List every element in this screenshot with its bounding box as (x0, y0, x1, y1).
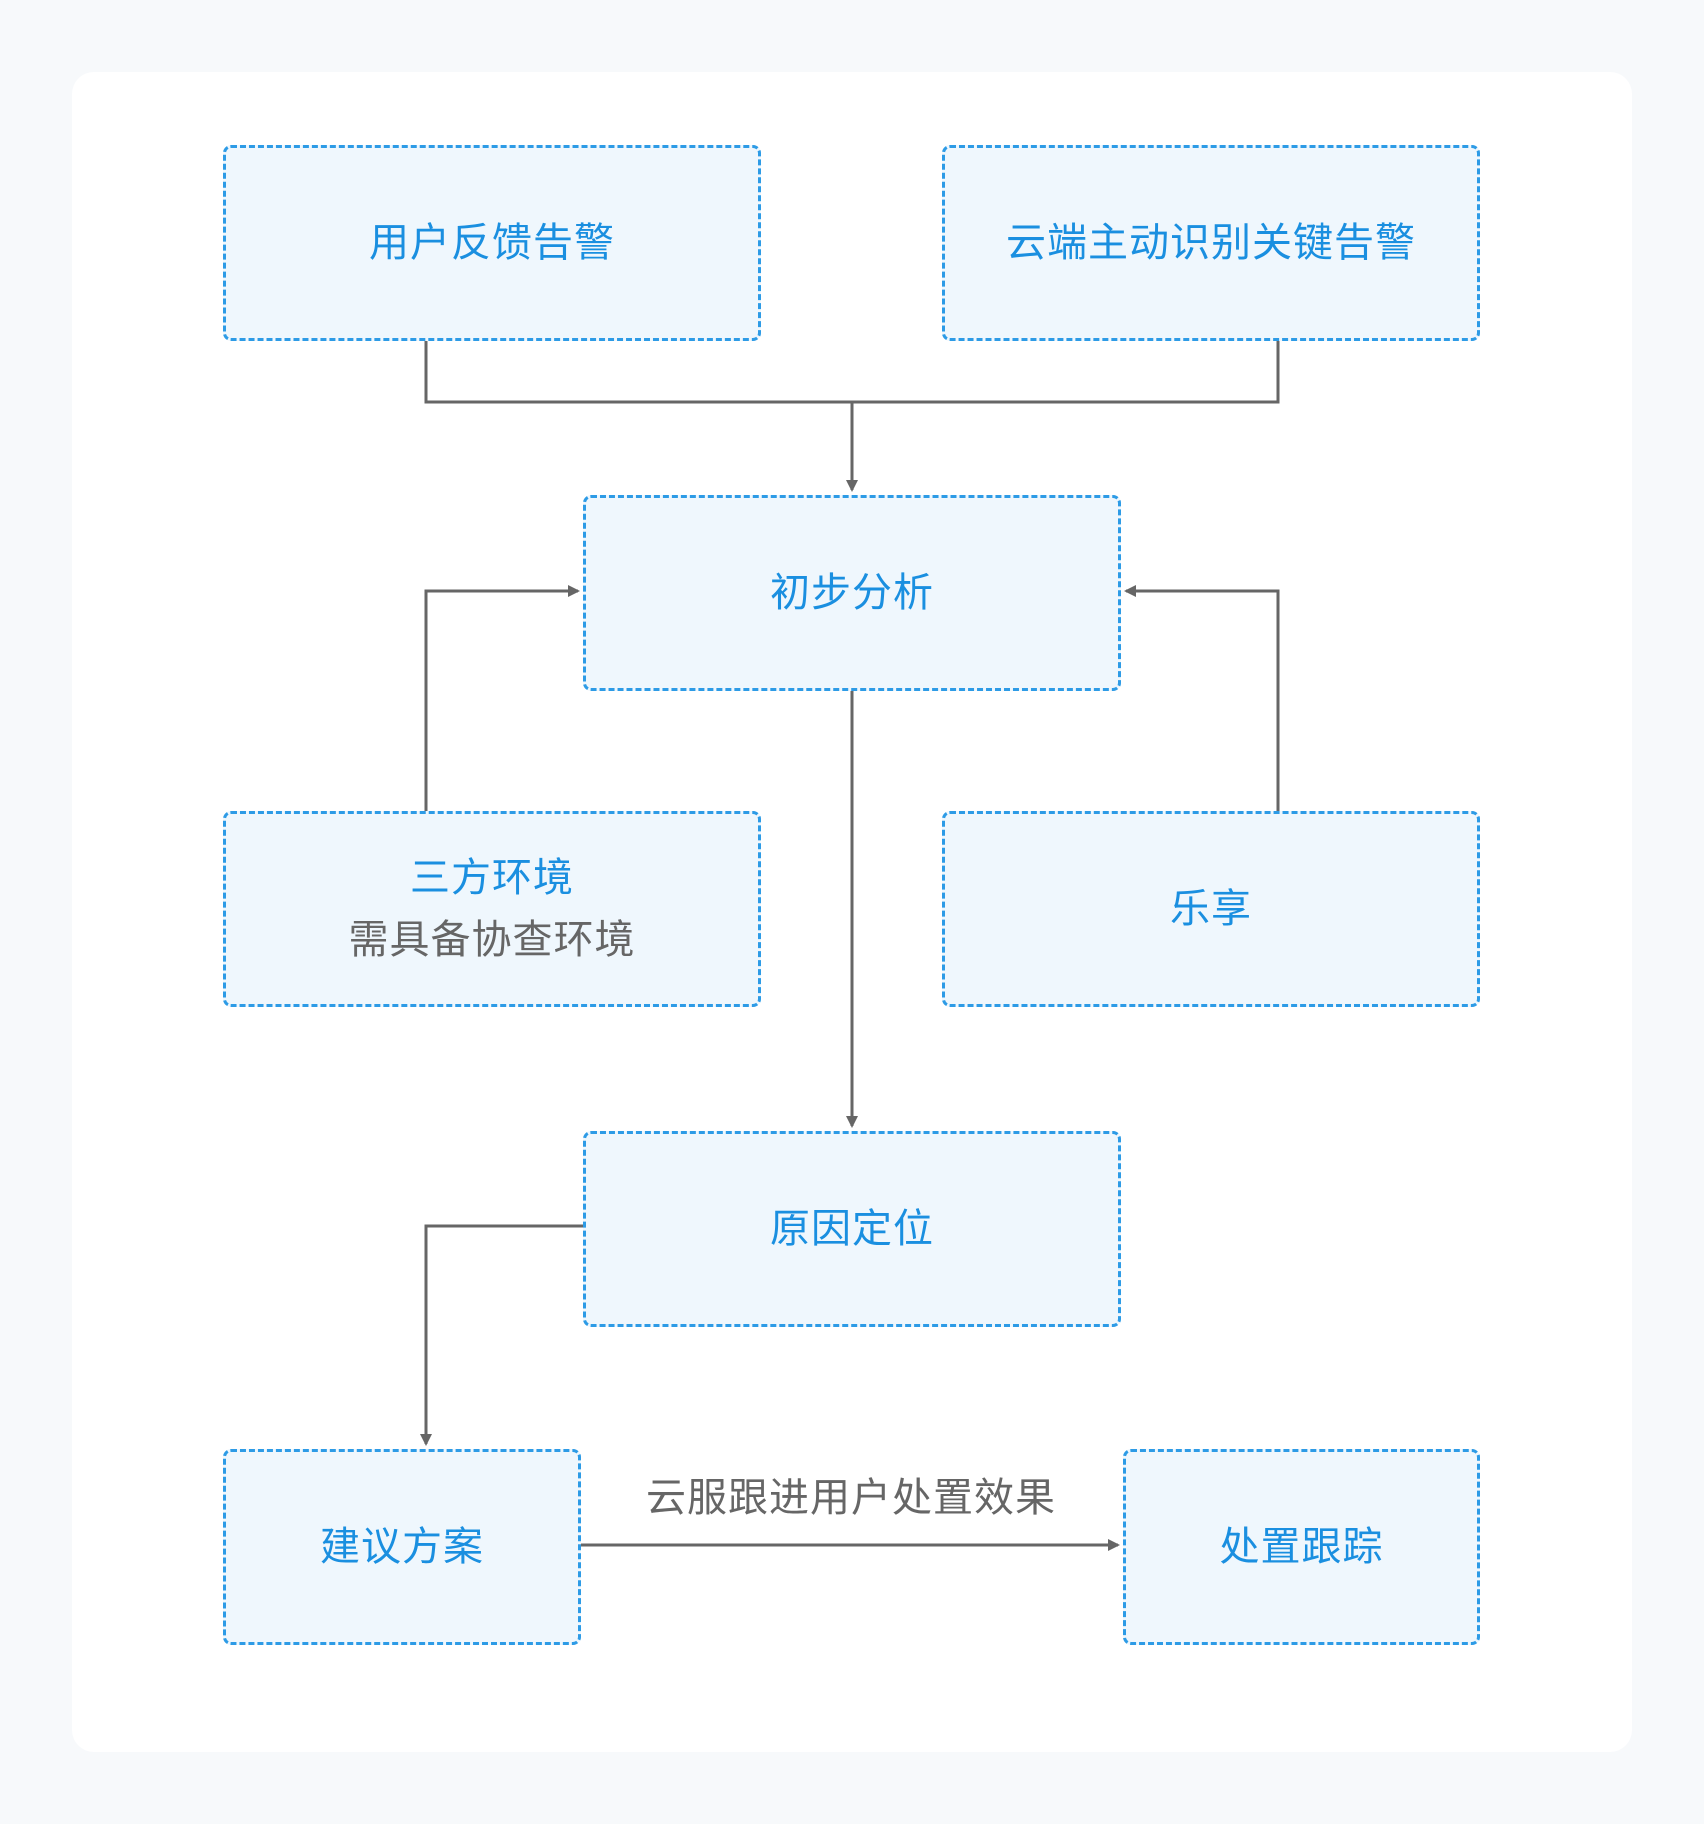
connector-user-feedback-to-analysis (424, 341, 852, 404)
node-third-party-title: 三方环境 (410, 855, 574, 901)
node-root-cause-title: 原因定位 (770, 1206, 934, 1252)
arrow-root-cause-to-suggestion (420, 1224, 583, 1446)
arrow-third-party-to-analysis (424, 585, 580, 811)
node-third-party-subtitle: 需具备协查环境 (348, 917, 636, 963)
node-user-feedback-title: 用户反馈告警 (369, 220, 615, 266)
node-user-feedback: 用户反馈告警 (223, 145, 761, 341)
node-analysis: 初步分析 (583, 495, 1121, 691)
node-root-cause: 原因定位 (583, 1131, 1121, 1327)
arrow-lexiang-to-analysis (1124, 585, 1280, 811)
node-tracking: 处置跟踪 (1123, 1449, 1480, 1645)
node-cloud-alert-title: 云端主动识别关键告警 (1006, 220, 1416, 266)
node-analysis-title: 初步分析 (770, 570, 934, 616)
node-cloud-alert: 云端主动识别关键告警 (942, 145, 1480, 341)
connector-cloud-alert-to-analysis (852, 341, 1280, 404)
node-suggestion: 建议方案 (223, 1449, 581, 1645)
node-tracking-title: 处置跟踪 (1219, 1524, 1384, 1570)
edge-label-followup: 云服跟进用户处置效果 (646, 1475, 1056, 1521)
node-lexiang-title: 乐享 (1170, 886, 1252, 932)
node-third-party: 三方环境 需具备协查环境 (223, 811, 761, 1007)
node-suggestion-title: 建议方案 (320, 1524, 484, 1570)
node-lexiang: 乐享 (942, 811, 1480, 1007)
